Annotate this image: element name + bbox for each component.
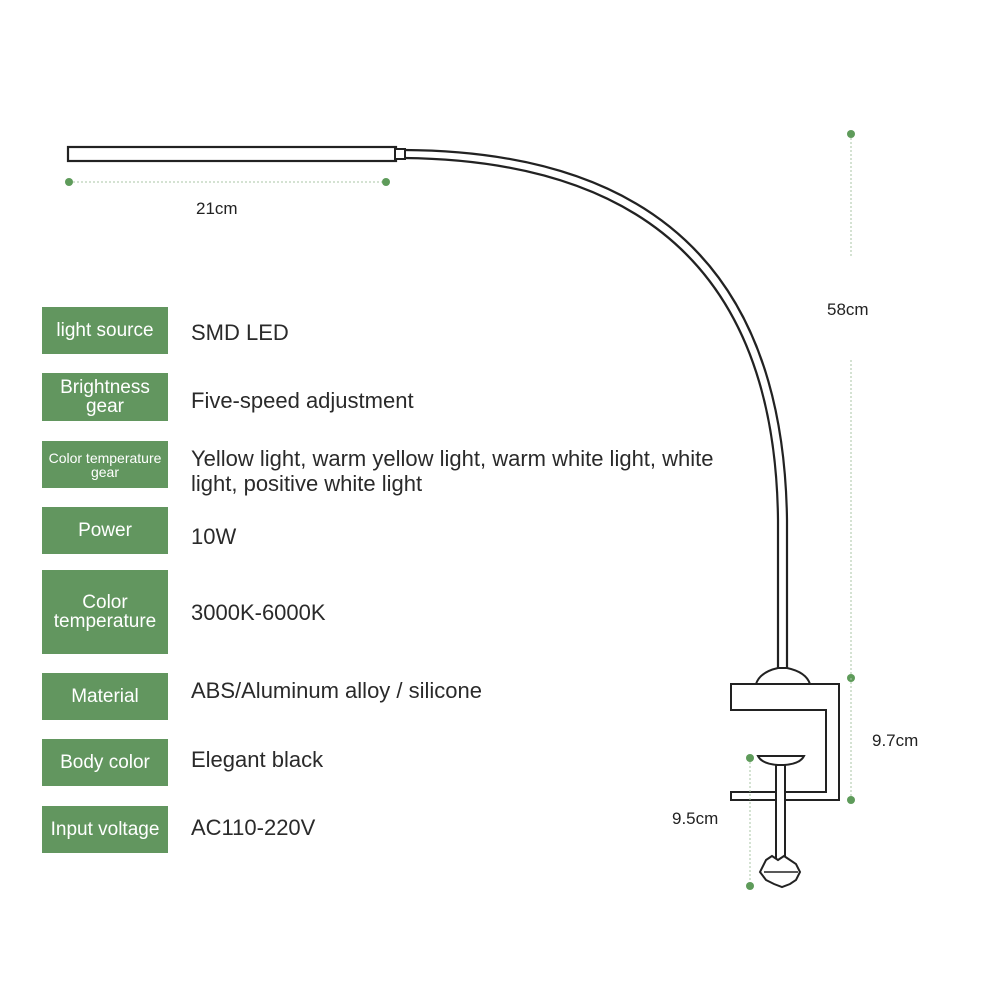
dimension-head-length bbox=[65, 178, 390, 186]
dimension-clamp-height bbox=[847, 678, 855, 804]
spec-label-brightness-gear: Brightness gear bbox=[42, 373, 168, 421]
spec-value-power: 10W bbox=[191, 524, 237, 549]
spec-label-color-temperature: Color temperature bbox=[42, 570, 168, 654]
spec-value-light-source: SMD LED bbox=[191, 320, 289, 345]
spec-label-material: Material bbox=[42, 673, 168, 720]
lamp-arm bbox=[403, 148, 789, 675]
spec-label-body-color: Body color bbox=[42, 739, 168, 786]
lamp-joint bbox=[394, 148, 406, 160]
spec-label-light-source: light source bbox=[42, 307, 168, 354]
clamp-height-label: 9.7cm bbox=[872, 731, 919, 750]
spec-value-body-color: Elegant black bbox=[191, 747, 324, 772]
clamp-opening-label: 9.5cm bbox=[672, 809, 719, 828]
clamp-pad bbox=[756, 755, 806, 766]
spec-value-input-voltage: AC110-220V bbox=[191, 815, 316, 840]
total-height-label: 58cm bbox=[827, 300, 869, 319]
lamp-base-cone bbox=[754, 667, 812, 685]
head-length-label: 21cm bbox=[196, 199, 238, 218]
spec-label-color-temperature-gear: Color temperature gear bbox=[42, 441, 168, 488]
spec-label-input-voltage: Input voltage bbox=[42, 806, 168, 853]
desk-clamp bbox=[730, 683, 840, 801]
spec-value-brightness-gear: Five-speed adjustment bbox=[191, 388, 414, 413]
dimension-clamp-opening bbox=[746, 754, 754, 890]
lamp-head bbox=[66, 145, 398, 163]
spec-value-material: ABS/Aluminum alloy / silicone bbox=[191, 678, 483, 703]
spec-label-power: Power bbox=[42, 507, 168, 554]
clamp-screw bbox=[775, 764, 786, 861]
spec-value-color-temperature-gear: Yellow light, warm yellow light, warm wh… bbox=[191, 446, 714, 496]
dimension-total-height bbox=[847, 130, 855, 682]
spec-value-color-temperature: 3000K-6000K bbox=[191, 600, 326, 625]
